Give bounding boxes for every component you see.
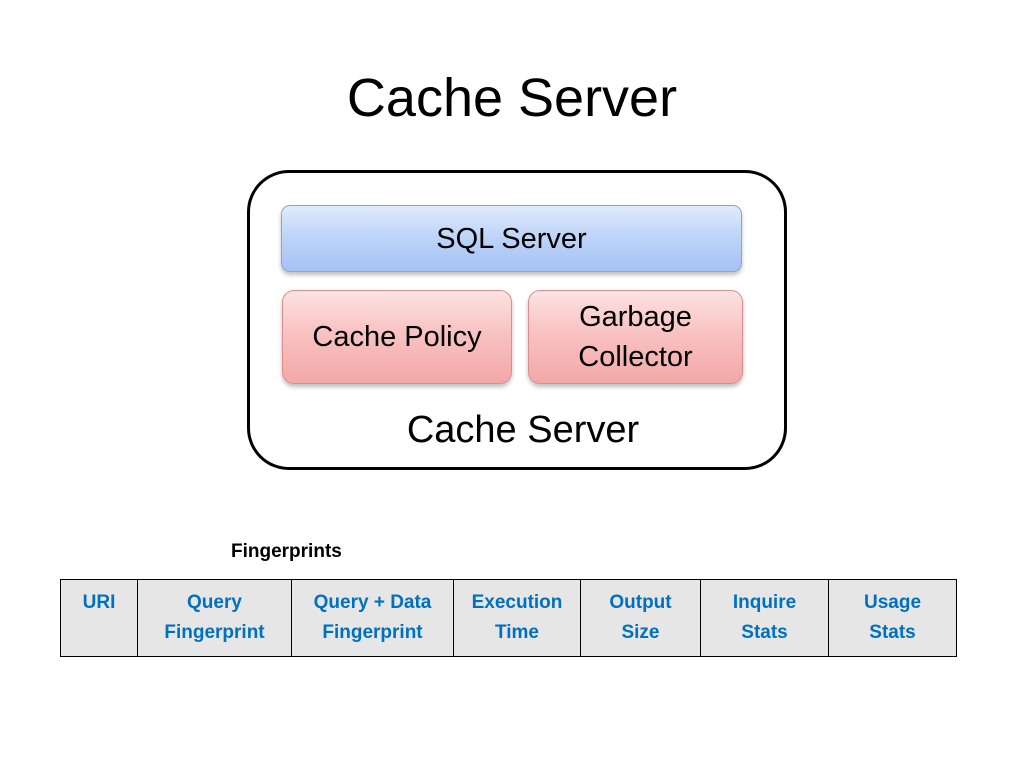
column-label-line2: Fingerprint (322, 622, 423, 643)
column-query-fingerprint: Query Fingerprint (137, 579, 292, 657)
cache-policy-box: Cache Policy (282, 290, 512, 384)
column-label-line1: Inquire (732, 592, 797, 613)
column-inquire-stats: Inquire Stats (700, 579, 829, 657)
sql-server-box: SQL Server (281, 205, 742, 272)
column-label-line1: Execution (471, 592, 563, 613)
column-label-line2: Stats (869, 622, 916, 643)
cache-policy-label: Cache Policy (312, 321, 482, 353)
garbage-collector-line2: Collector (578, 341, 693, 373)
table-row: URI Query Fingerprint Query + Data Finge… (60, 579, 957, 657)
cache-server-label: Cache Server (406, 409, 640, 451)
column-label-line2: Fingerprint (164, 622, 265, 643)
column-execution-time: Execution Time (453, 579, 581, 657)
table-caption: Fingerprints (231, 541, 342, 562)
column-usage-stats: Usage Stats (828, 579, 957, 657)
sql-server-label: SQL Server (436, 222, 587, 255)
column-label-line1: Usage (863, 592, 922, 613)
garbage-collector-label: Garbage Collector (578, 297, 692, 377)
fingerprints-table: URI Query Fingerprint Query + Data Finge… (60, 579, 957, 657)
column-output-size: Output Size (580, 579, 701, 657)
slide-title: Cache Server (346, 68, 678, 128)
column-label-line1: URI (82, 592, 116, 613)
garbage-collector-line1: Garbage (579, 301, 692, 333)
column-label-line2: Time (494, 622, 539, 643)
column-label-line1: Query + Data (313, 592, 432, 613)
column-label-line2: Stats (741, 622, 788, 643)
garbage-collector-box: Garbage Collector (528, 290, 743, 384)
column-query-data-fingerprint: Query + Data Fingerprint (291, 579, 454, 657)
column-uri: URI (60, 579, 138, 657)
column-label-line2: Size (621, 622, 660, 643)
column-label-line1: Query (187, 592, 242, 613)
column-label-line1: Output (609, 592, 672, 613)
